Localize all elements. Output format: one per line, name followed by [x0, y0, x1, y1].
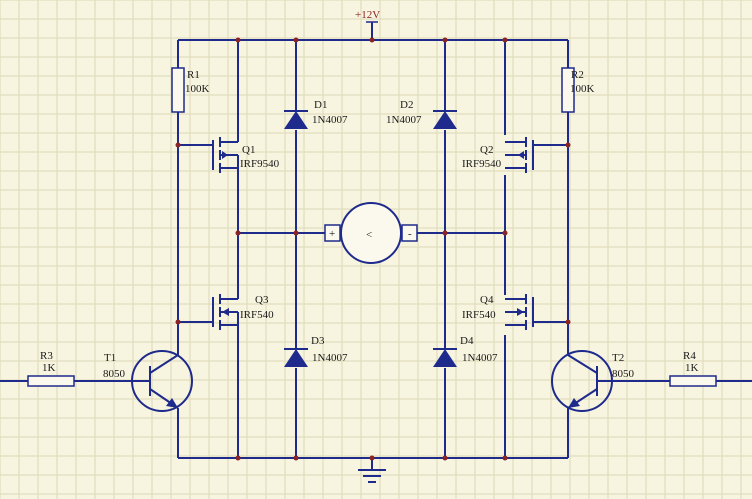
r3-ref: R3: [40, 350, 53, 362]
motor: + - <: [324, 202, 418, 264]
r4-value: 1K: [685, 362, 699, 374]
d3-ref: D3: [311, 335, 325, 347]
mosfet-q2: Q2 IRF9540: [462, 137, 534, 173]
r4-ref: R4: [683, 350, 696, 362]
d1-ref: D1: [314, 99, 327, 111]
motor-minus: -: [408, 228, 412, 240]
r2-value: 100K: [570, 83, 595, 95]
t1-part: 8050: [103, 368, 126, 380]
d3-part: 1N4007: [312, 352, 348, 364]
ground-symbol: [358, 469, 386, 483]
d4-ref: D4: [460, 335, 474, 347]
transistor-t1: T1 8050: [103, 350, 193, 412]
r3-value: 1K: [42, 362, 56, 374]
d4-part: 1N4007: [462, 352, 498, 364]
q2-part: IRF9540: [462, 158, 502, 170]
d2-ref: D2: [400, 99, 413, 111]
supply-label: +12V: [355, 9, 380, 21]
transistor-t2: T2 8050: [551, 350, 635, 412]
diode-d3: D3 1N4007: [284, 335, 348, 367]
t2-part: 8050: [612, 368, 635, 380]
resistor-r2: R2 100K: [561, 67, 595, 113]
mosfet-q1: Q1 IRF9540: [212, 135, 280, 175]
q2-ref: Q2: [480, 144, 493, 156]
resistor-r3: R3 1K: [27, 350, 75, 387]
r1-value: 100K: [185, 83, 210, 95]
diode-d4: D4 1N4007: [433, 335, 498, 367]
r2-ref: R2: [571, 69, 584, 81]
t2-ref: T2: [612, 352, 624, 364]
q1-part: IRF9540: [240, 158, 280, 170]
q3-part: IRF540: [240, 309, 274, 321]
r1-ref: R1: [187, 69, 200, 81]
resistor-r1: R1 100K: [171, 67, 210, 113]
d2-part: 1N4007: [386, 114, 422, 126]
junctions: [175, 37, 571, 461]
supply-terminal: +12V: [355, 9, 380, 23]
mosfet-q4: Q4 IRF540: [462, 294, 534, 330]
t1-ref: T1: [104, 352, 116, 364]
diode-d1: D1 1N4007: [284, 99, 348, 129]
mosfet-q3: Q3 IRF540: [212, 294, 274, 335]
d1-part: 1N4007: [312, 114, 348, 126]
diode-d2: D2 1N4007: [386, 99, 457, 129]
q4-ref: Q4: [480, 294, 494, 306]
resistor-r4: R4 1K: [669, 350, 717, 387]
motor-symbol: <: [366, 229, 372, 241]
q1-ref: Q1: [242, 144, 255, 156]
q3-ref: Q3: [255, 294, 269, 306]
motor-plus: +: [329, 228, 335, 240]
q4-part: IRF540: [462, 309, 496, 321]
